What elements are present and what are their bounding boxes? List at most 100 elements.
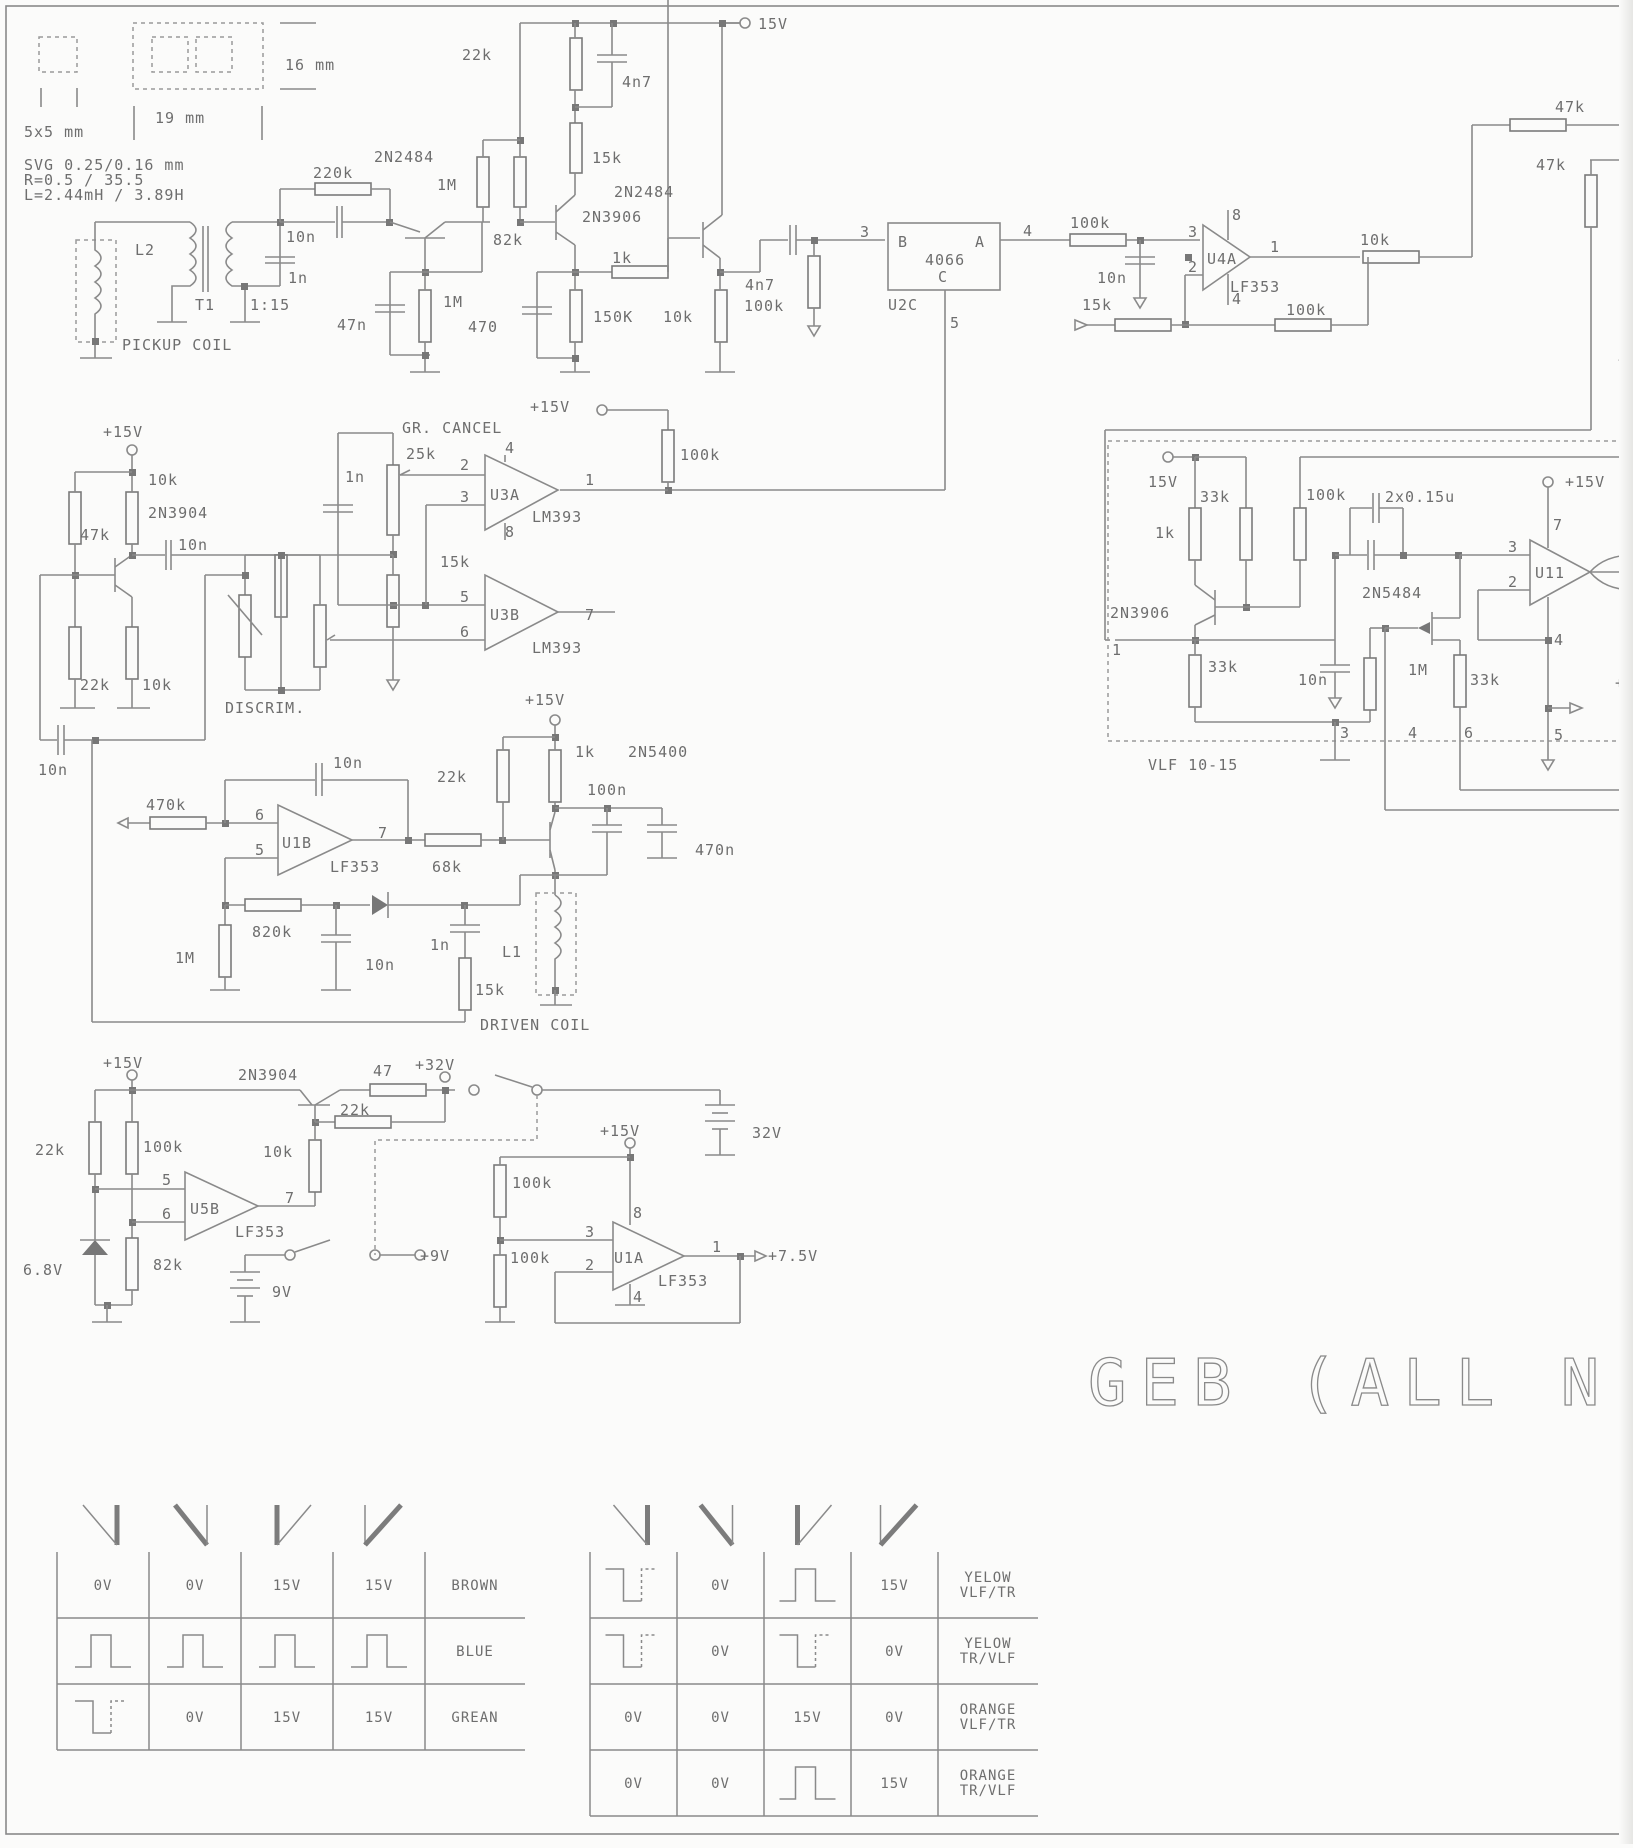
label-q3: 2N2484 [614, 183, 674, 201]
label-c4n7-b: 4n7 [745, 276, 775, 294]
label-q6: 2N3904 [238, 1066, 298, 1084]
label-c4n7-a: 4n7 [622, 73, 652, 91]
label-r100k-g: 100k [510, 1249, 550, 1267]
table-cell: 0V [885, 1644, 904, 1660]
wire-label: GREAN [451, 1710, 498, 1726]
label-u1a-pin2: 2 [585, 1256, 595, 1274]
label-r100k-f: 100k [512, 1174, 552, 1192]
label-r47: 47 [373, 1062, 393, 1080]
label-r47k-a: 47k [1555, 98, 1585, 116]
label-discrim: DISCRIM. [225, 699, 305, 717]
label-u5b: U5B [190, 1200, 220, 1218]
label-u1a-part: LF353 [658, 1272, 708, 1290]
comparator-section [245, 404, 675, 692]
label-vplus15-e: +15V [103, 1054, 143, 1072]
wire-label: BROWN [451, 1578, 498, 1594]
label-u3a-part: LM393 [532, 508, 582, 526]
label-u3b-pin6: 6 [460, 623, 470, 641]
pulse-down-icon [75, 1700, 127, 1734]
label-r10k-c: 10k [148, 471, 178, 489]
label-vlf-u11-pin5: 5 [1554, 726, 1564, 744]
coil-spec-line-1: SVG 0.25/0.16 mm [24, 156, 185, 174]
label-driven-coil: DRIVEN COIL [480, 1016, 590, 1034]
stage-1-preamp [277, 182, 490, 373]
label-u3a-pin4: 4 [505, 439, 515, 457]
label-vlf-r33k-c: 33k [1470, 671, 1500, 689]
table-cell: 15V [793, 1710, 821, 1726]
table-cell: 15V [365, 1578, 393, 1594]
label-u2c-a: A [975, 233, 985, 251]
label-zener: 6.8V [23, 1261, 63, 1279]
pulse-up-icon [779, 1766, 836, 1800]
label-r82k: 82k [493, 231, 523, 249]
switch-pos-3-icon [274, 1504, 312, 1546]
table-cell: 15V [273, 1578, 301, 1594]
label-u1a: U1A [614, 1249, 644, 1267]
label-c10n-d: 10n [38, 761, 68, 779]
label-c470n: 470n [695, 841, 735, 859]
coil-spec-line-2: R=0.5 / 35.5 [24, 171, 144, 189]
page-edge-shadow [1619, 0, 1633, 1844]
pulse-down-icon [779, 1634, 832, 1668]
label-r220k: 220k [313, 164, 353, 182]
label-c100n: 100n [587, 781, 627, 799]
label-vlf-r33k-a: 33k [1200, 488, 1230, 506]
label-vplus15-b: +15V [530, 398, 570, 416]
switch-pos-1-icon [82, 1504, 120, 1546]
label-c10n-e: 10n [333, 754, 363, 772]
label-vlf-vplus15: +15V [1565, 473, 1605, 491]
label-vplus9: +9V [420, 1247, 450, 1265]
footprint-small-label: 5x5 mm [24, 123, 84, 141]
label-ratio: 1:15 [250, 296, 290, 314]
label-r820k: 820k [252, 923, 292, 941]
label-c1n-a: 1n [288, 269, 308, 287]
table-cell: 0V [186, 1710, 205, 1726]
label-u3b-pin7: 7 [585, 606, 595, 624]
table-cell: 15V [880, 1578, 908, 1594]
label-vlf-c10n: 10n [1298, 671, 1328, 689]
wire-label: ORANGE [960, 1768, 1017, 1784]
label-u1b-pin7: 7 [378, 824, 388, 842]
pulse-up-icon [75, 1634, 131, 1668]
label-r22k-b: 22k [80, 676, 110, 694]
label-u1a-pin4: 4 [633, 1288, 643, 1306]
switch-u2c [668, 222, 1035, 491]
table-cell: 0V [624, 1710, 643, 1726]
label-r22k-e: 22k [35, 1141, 65, 1159]
label-u3b-part: LM393 [532, 639, 582, 657]
label-r15k-a: 15k [592, 149, 622, 167]
table-cell: 15V [365, 1710, 393, 1726]
label-vlf-r100k: 100k [1306, 486, 1346, 504]
label-l2: L2 [135, 241, 155, 259]
label-r22k-c: 22k [437, 768, 467, 786]
label-c1n-b: 1n [345, 468, 365, 486]
label-u3b: U3B [490, 606, 520, 624]
wire-label: VLF/TR [960, 1717, 1017, 1733]
vlf-block [1107, 440, 1633, 811]
label-r100k-c: 100k [1286, 301, 1326, 319]
label-r1k-a: 1k [612, 249, 632, 267]
label-q5: 2N5400 [628, 743, 688, 761]
table-cell: 0V [711, 1776, 730, 1792]
wire-label: TR/VLF [960, 1783, 1017, 1799]
label-pickup-coil: PICKUP COIL [122, 336, 232, 354]
label-gr-cancel: GR. CANCEL [402, 419, 502, 437]
label-u4a-part: LF353 [1230, 278, 1280, 296]
pickup-coil [75, 221, 190, 359]
sheet-border [5, 5, 1633, 1835]
label-r10k-a: 10k [663, 308, 693, 326]
label-vlf-u11: U11 [1535, 564, 1565, 582]
pulse-up-icon [167, 1634, 223, 1668]
footprint-large-width-label: 19 mm [155, 109, 205, 127]
table-cell: 0V [711, 1644, 730, 1660]
label-vplus15-c: +15V [103, 423, 143, 441]
table-cell: 0V [94, 1578, 113, 1594]
pulse-up-icon [779, 1568, 836, 1602]
label-vlf-r33k-b: 33k [1208, 658, 1238, 676]
power-supply-section [80, 1069, 768, 1324]
label-r15k-d: 15k [475, 981, 505, 999]
label-u3b-pin5: 5 [460, 588, 470, 606]
